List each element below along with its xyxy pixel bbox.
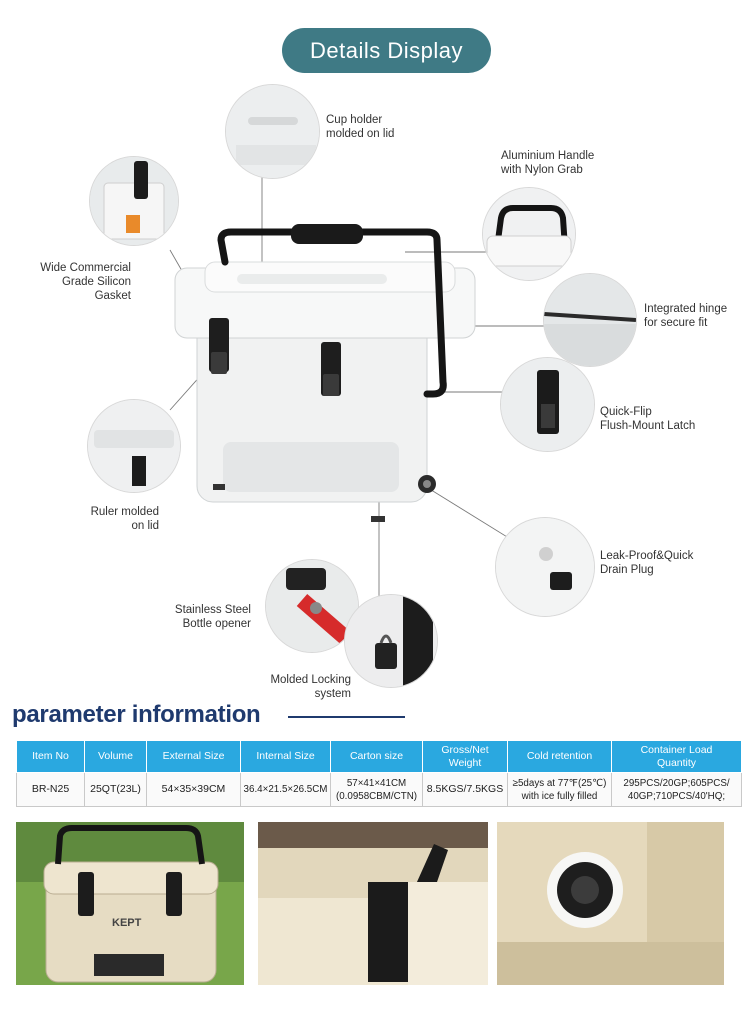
cell-item-no: BR-N25 bbox=[16, 772, 85, 807]
cell-container-load: 295PCS/20GP;605PCS/40GP;710PCS/40'HQ; bbox=[611, 772, 742, 807]
parameter-table: Item No Volume External Size Internal Si… bbox=[16, 740, 742, 807]
header-carton-size: Carton size bbox=[330, 740, 423, 773]
gasket-bubble bbox=[90, 157, 178, 245]
header-external-size: External Size bbox=[146, 740, 241, 773]
table-row: BR-N25 25QT(23L) 54×35×39CM 36.4×21.5×26… bbox=[16, 772, 742, 807]
cell-internal-size: 36.4×21.5×26.5CM bbox=[240, 772, 331, 807]
drain-plug-photo bbox=[497, 822, 724, 985]
details-display-banner: Details Display bbox=[282, 28, 491, 73]
cell-carton-size: 57×41×41CM(0.0958CBM/CTN) bbox=[330, 772, 423, 807]
latch-bubble bbox=[501, 358, 594, 451]
brand-logo-text: KEPT bbox=[112, 917, 142, 929]
drain-bubble bbox=[496, 518, 594, 616]
header-item-no: Item No bbox=[16, 740, 85, 773]
latch-closeup-photo bbox=[258, 822, 488, 985]
hinge-bubble bbox=[544, 274, 636, 366]
table-header-row: Item No Volume External Size Internal Si… bbox=[16, 740, 742, 773]
cell-volume: 25QT(23L) bbox=[84, 772, 147, 807]
header-volume: Volume bbox=[84, 740, 147, 773]
cell-external-size: 54×35×39CM bbox=[146, 772, 241, 807]
parameter-section-title: parameter information bbox=[12, 701, 261, 728]
ruler-bubble bbox=[88, 400, 180, 492]
cup-holder-bubble bbox=[226, 85, 319, 178]
header-internal-size: Internal Size bbox=[240, 740, 331, 773]
outdoor-cooler-photo: KEPT bbox=[16, 822, 244, 985]
cell-cold-retention: ≥5days at 77℉(25℃)with ice fully filled bbox=[507, 772, 612, 807]
locking-bubble bbox=[345, 595, 437, 687]
handle-bubble bbox=[483, 188, 575, 280]
section-divider bbox=[288, 716, 405, 718]
cooler-illustration bbox=[174, 224, 476, 522]
bottle-opener-bubble bbox=[266, 560, 358, 652]
cell-weight: 8.5KGS/7.5KGS bbox=[422, 772, 508, 807]
header-cold-retention: Cold retention bbox=[507, 740, 612, 773]
